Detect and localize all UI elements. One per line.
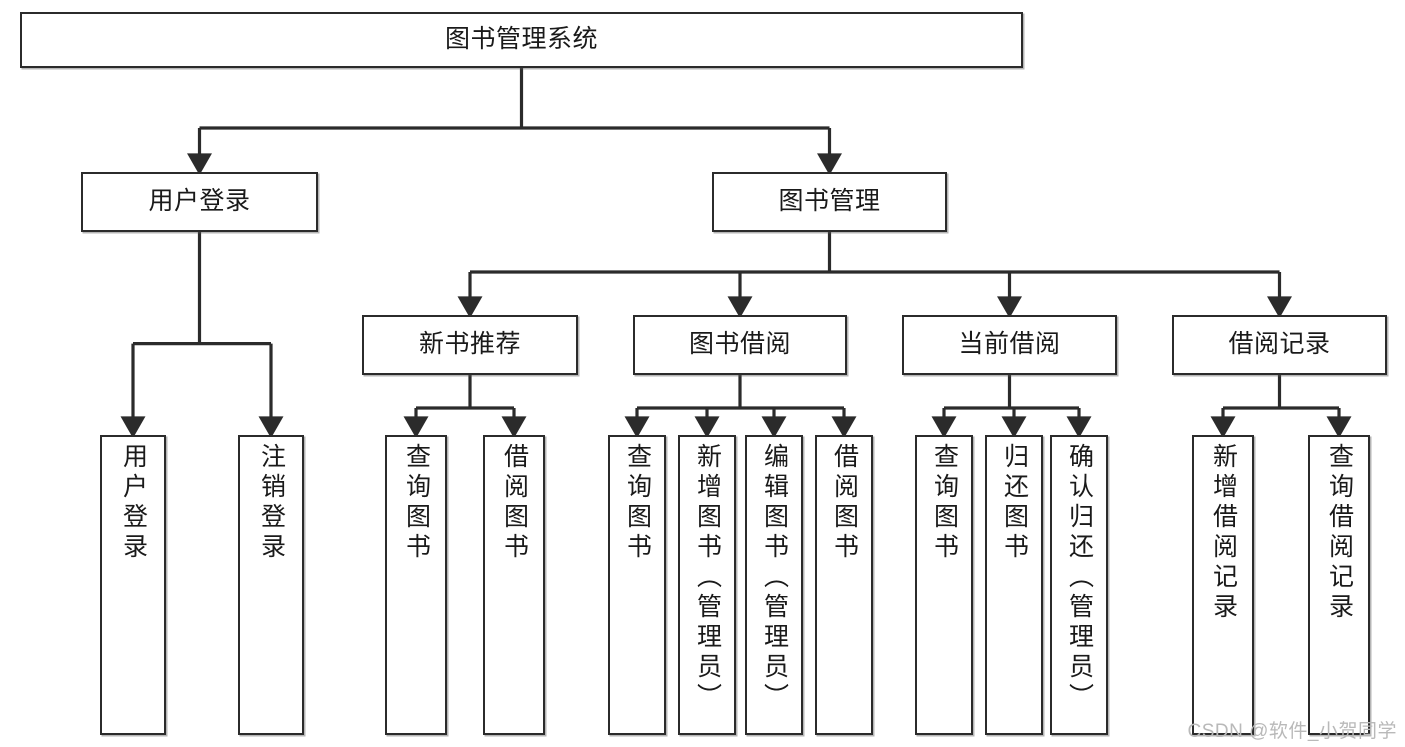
- node-leaf-logout[interactable]: 注销登录: [238, 435, 304, 735]
- node-leaf-query-book-borrow[interactable]: 查询图书: [608, 435, 666, 735]
- node-label: 借阅记录: [1228, 330, 1331, 359]
- node-label: 新增图书（管理员）: [693, 443, 722, 713]
- node-label: 借阅图书: [830, 443, 859, 563]
- node-leaf-user-login[interactable]: 用户登录: [100, 435, 166, 735]
- node-label: 注销登录: [257, 443, 286, 563]
- node-label: 图书管理系统: [444, 25, 598, 54]
- node-label: 用户登录: [148, 187, 251, 216]
- watermark: CSDN @软件_小贺同学: [1187, 721, 1397, 742]
- node-leaf-query-record[interactable]: 查询借阅记录: [1308, 435, 1370, 735]
- node-leaf-add-book[interactable]: 新增图书（管理员）: [678, 435, 736, 735]
- node-leaf-add-record[interactable]: 新增借阅记录: [1192, 435, 1254, 735]
- node-leaf-borrow-book-rec[interactable]: 借阅图书: [483, 435, 545, 735]
- node-book-manage[interactable]: 图书管理: [712, 172, 947, 232]
- node-label: 用户登录: [119, 443, 148, 563]
- node-label: 当前借阅: [958, 330, 1061, 359]
- node-book-borrow[interactable]: 图书借阅: [633, 315, 847, 375]
- node-label: 借阅图书: [500, 443, 529, 563]
- node-label: 查询借阅记录: [1325, 443, 1354, 623]
- node-leaf-borrow-book[interactable]: 借阅图书: [815, 435, 873, 735]
- node-label: 新增借阅记录: [1209, 443, 1238, 623]
- node-label: 归还图书: [1000, 443, 1029, 563]
- node-label: 图书借阅: [688, 330, 791, 359]
- node-leaf-return-book[interactable]: 归还图书: [985, 435, 1043, 735]
- node-root[interactable]: 图书管理系统: [20, 12, 1023, 68]
- node-borrow-record[interactable]: 借阅记录: [1172, 315, 1387, 375]
- node-leaf-edit-book[interactable]: 编辑图书（管理员）: [745, 435, 803, 735]
- node-user-login[interactable]: 用户登录: [81, 172, 318, 232]
- node-label: 查询图书: [402, 443, 431, 563]
- node-leaf-query-book-current[interactable]: 查询图书: [915, 435, 973, 735]
- node-leaf-confirm-return[interactable]: 确认归还（管理员）: [1050, 435, 1108, 735]
- node-current-borrow[interactable]: 当前借阅: [902, 315, 1117, 375]
- node-label: 编辑图书（管理员）: [760, 443, 789, 713]
- node-leaf-query-book-rec[interactable]: 查询图书: [385, 435, 447, 735]
- node-label: 确认归还（管理员）: [1065, 443, 1094, 713]
- node-new-book-rec[interactable]: 新书推荐: [362, 315, 578, 375]
- node-label: 查询图书: [623, 443, 652, 563]
- node-label: 查询图书: [930, 443, 959, 563]
- node-label: 图书管理: [778, 187, 881, 216]
- node-label: 新书推荐: [418, 330, 521, 359]
